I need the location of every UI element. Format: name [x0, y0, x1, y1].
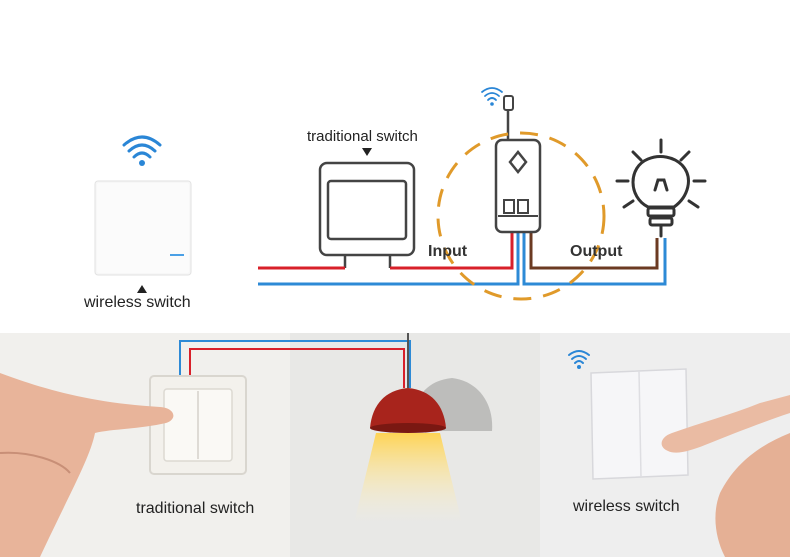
wireless-switch-label-bottom: wireless switch [573, 498, 680, 515]
wires [258, 232, 667, 286]
right-hand [661, 395, 790, 453]
photo-panel [0, 333, 790, 557]
triangle-down-icon [362, 148, 372, 156]
photo-illustration [0, 333, 790, 557]
wireless-switch-photo [590, 368, 689, 480]
light-bulb-icon [615, 138, 707, 238]
relay-wifi-icon [481, 87, 503, 106]
wireless-switch-label-top: wireless switch [84, 294, 191, 311]
photo-wifi-icon [568, 350, 590, 369]
traditional-switch-icon [318, 161, 416, 268]
left-hand [0, 373, 174, 557]
lamp-shade [370, 388, 446, 428]
wifi-icon [122, 135, 162, 166]
input-label: Input [428, 243, 468, 260]
traditional-switch-label-top: traditional switch [307, 128, 418, 145]
relay-module-icon [494, 95, 542, 234]
wiring-diagram [94, 87, 707, 301]
traditional-switch-photo [149, 375, 247, 475]
output-label: Output [570, 243, 623, 260]
triangle-up-icon [137, 285, 147, 293]
traditional-switch-label-bottom: traditional switch [136, 500, 255, 517]
dashed-circle [436, 131, 606, 301]
wireless-switch-top [94, 180, 192, 276]
lamp-light-glow [354, 433, 462, 523]
